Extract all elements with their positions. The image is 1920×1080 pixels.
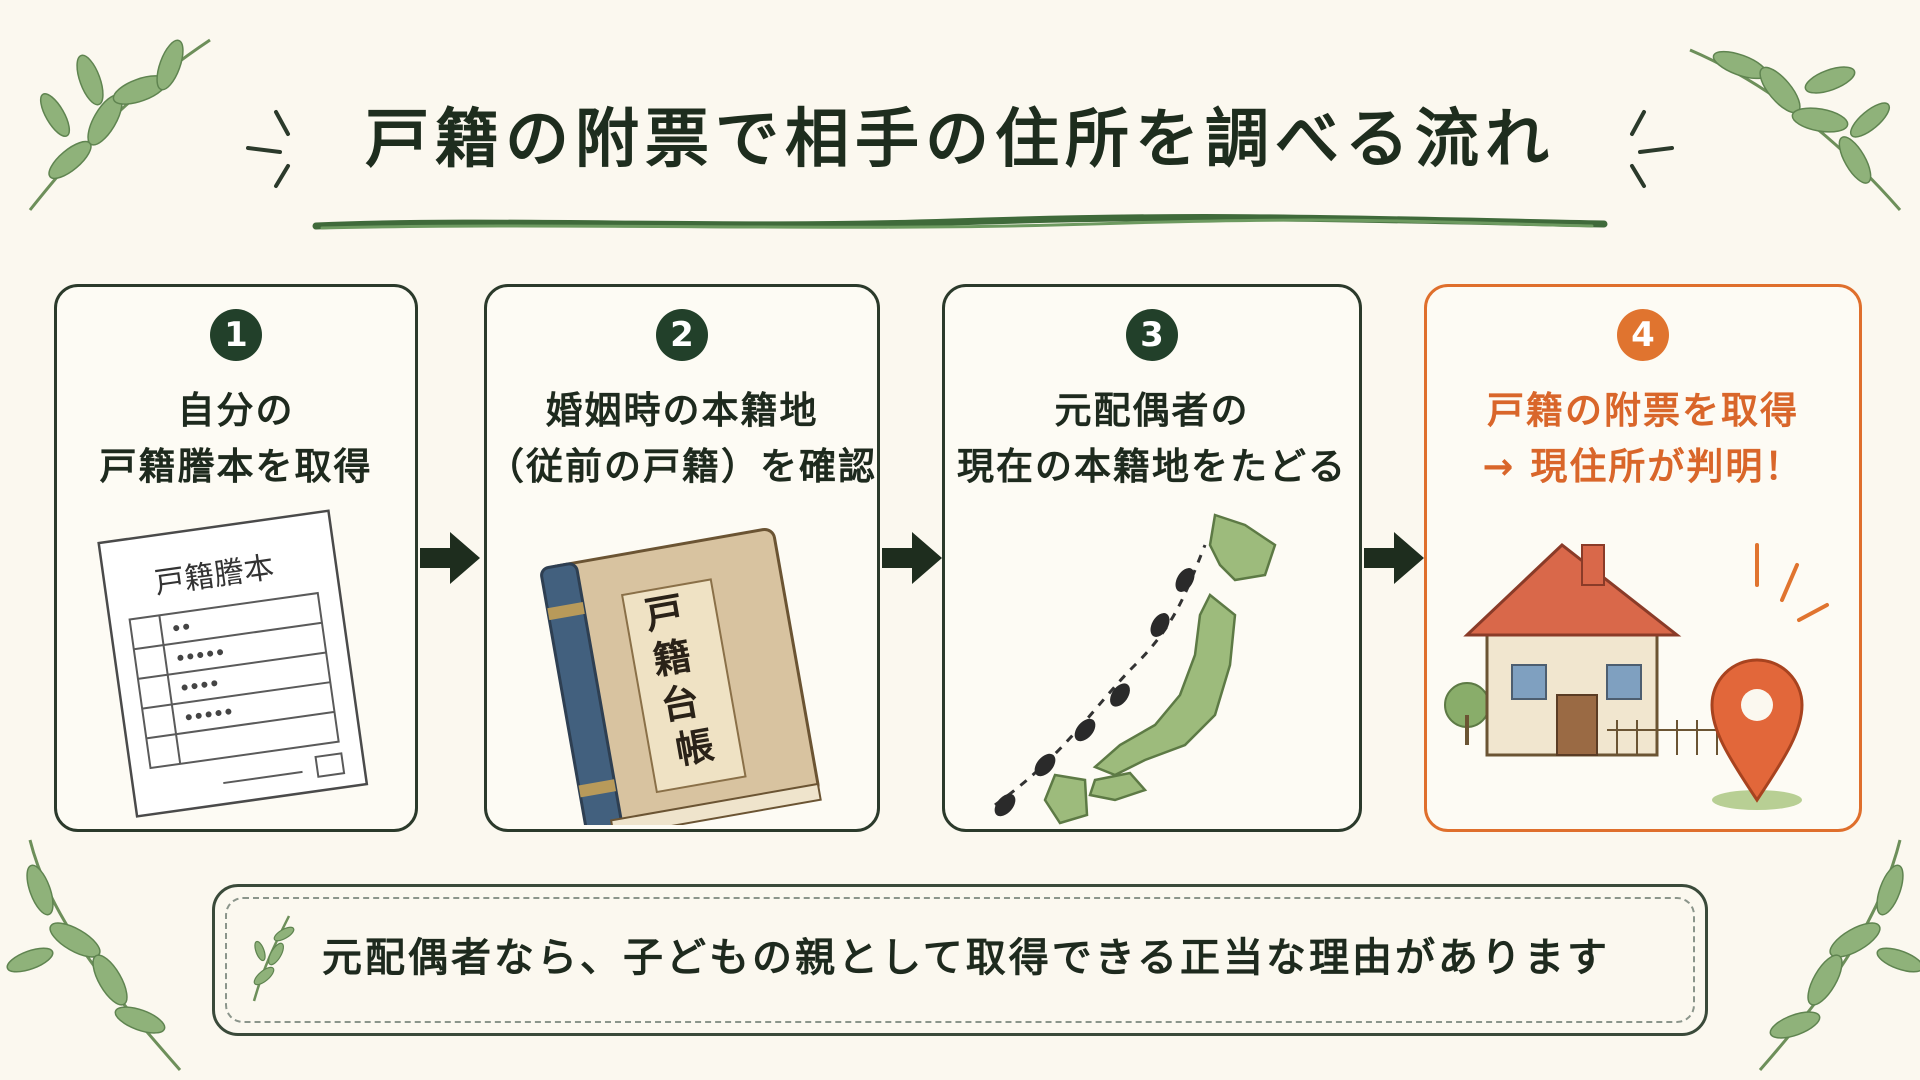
book-label: 戸 籍 台 帳 [642, 586, 724, 774]
step-text: 戸籍の附票を取得 → 現住所が判明！ [1482, 389, 1804, 488]
step-text: 元配偶者の 現在の本籍地をたどる [957, 389, 1347, 488]
step-number-badge: 4 [1617, 309, 1669, 361]
japan-map-footprints-icon [994, 513, 1277, 825]
leaf-branch-icon [6, 839, 182, 1071]
arrow-right-icon [1364, 532, 1424, 584]
title-underline [312, 214, 1608, 230]
step-card-3: 3 元配偶者の 現在の本籍地をたどる [942, 284, 1362, 832]
arrow-right-icon [882, 532, 942, 584]
note-box [212, 884, 1708, 1036]
book-char-2: 籍 [650, 633, 695, 683]
document-icon: 戸籍謄本 [97, 509, 369, 818]
step-number-badge: 2 [656, 309, 708, 361]
arrow-right-icon [420, 532, 480, 584]
step-text: 婚姻時の本籍地 （従前の戸籍）を確認 [487, 389, 877, 488]
book-char-4: 帳 [672, 723, 717, 773]
house-location-pin-icon [1444, 543, 1829, 810]
book-char-1: 戸 [642, 588, 687, 638]
step-number-badge: 1 [210, 309, 262, 361]
ledger-book-icon: 戸 籍 台 帳 [540, 527, 822, 825]
page-title: 戸籍の附票で相手の住所を調べる流れ [365, 103, 1555, 177]
leaf-sprig-icon [252, 915, 295, 1002]
step-card-1: 1 自分の 戸籍謄本を取得 戸籍謄本 [54, 284, 418, 832]
note-box-inner-border [225, 897, 1695, 1023]
leaf-branch-icon [1758, 839, 1920, 1071]
note-text: 元配偶者なら、子どもの親として取得できる正当な理由があります [322, 935, 1610, 981]
leaf-branch-icon [1689, 48, 1902, 211]
step-number-badge: 3 [1126, 309, 1178, 361]
step-card-2: 2 婚姻時の本籍地 （従前の戸籍）を確認 戸 籍 台 帳 [484, 284, 880, 832]
leaf-branch-icon [28, 38, 211, 211]
sparkle-icon [1630, 110, 1674, 188]
step-card-4: 4 戸籍の附票を取得 → 現住所が判明！ [1424, 284, 1862, 832]
sparkle-icon [246, 110, 290, 188]
book-char-3: 台 [658, 679, 703, 729]
step-text: 自分の 戸籍謄本を取得 [99, 389, 373, 488]
